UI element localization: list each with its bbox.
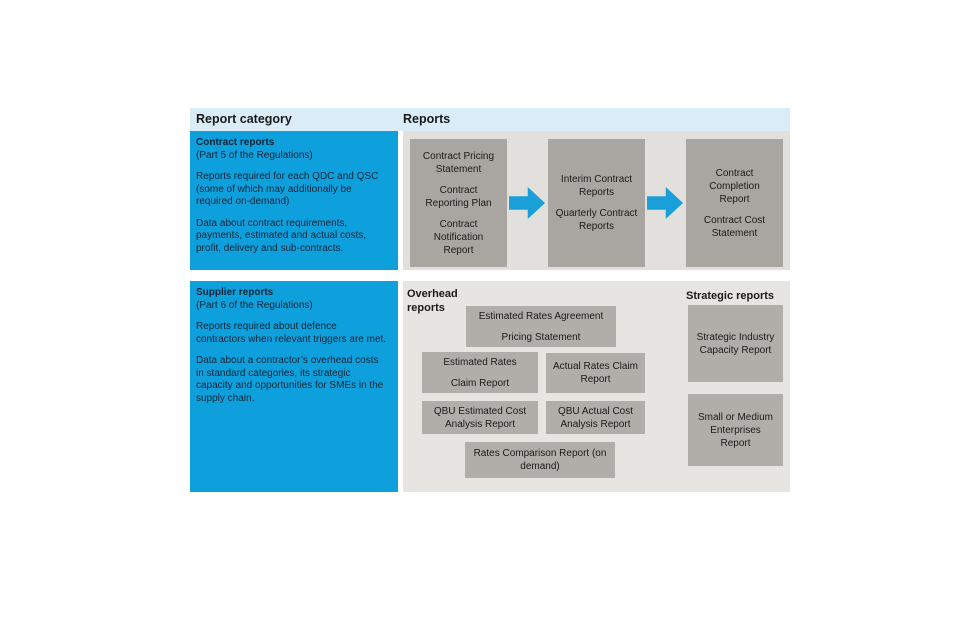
report-label: Contract Reporting Plan — [425, 184, 492, 209]
strategic-industry-capacity-report-box: Strategic Industry Capacity Report — [688, 305, 783, 382]
report-label: Estimated Rates — [443, 356, 517, 368]
small-or-medium-enterprises-report-box: Small or Medium Enterprises Report — [688, 394, 783, 466]
report-label: Contract Cost Statement — [703, 214, 766, 239]
overhead-reports-label: Overhead reports — [407, 288, 458, 315]
flow-arrow-icon — [647, 187, 683, 219]
qbu-actual-cost-analysis-report-box: QBU Actual Cost Analysis Report — [546, 401, 645, 434]
supplier-reports-title: Supplier reports — [196, 287, 274, 298]
report-label: Small or Medium Enterprises Report — [697, 411, 774, 449]
reporting-framework-diagram: Report category Reports Contract reports… — [190, 108, 790, 492]
strategic-reports-label: Strategic reports — [686, 290, 775, 302]
report-label: Claim Report — [450, 377, 510, 389]
report-label: QBU Estimated Cost Analysis Report — [433, 405, 527, 430]
supplier-reports-description-1: Reports required about defence contracto… — [196, 321, 387, 345]
report-label: QBU Actual Cost Analysis Report — [557, 405, 634, 430]
contract-initial-reports-box: Contract Pricing Statement Contract Repo… — [410, 139, 507, 267]
contract-reports-description-2: Data about contract requirements, paymen… — [196, 217, 367, 254]
estimated-rates-agreement-box: Estimated Rates Agreement Pricing Statem… — [466, 306, 616, 347]
report-label: Actual Rates Claim Report — [552, 361, 639, 385]
contract-reports-category-box: Contract reports (Part 5 of the Regulati… — [190, 131, 398, 270]
qbu-estimated-cost-analysis-report-box: QBU Estimated Cost Analysis Report — [422, 401, 538, 434]
supplier-reports-category-box: Supplier reports (Part 6 of the Regulati… — [190, 281, 398, 492]
flow-arrow-icon — [509, 187, 545, 219]
supplier-reports-description-2: Data about a contractor’s overhead costs… — [196, 355, 384, 404]
contract-completion-reports-box: Contract Completion Report Contract Cost… — [686, 139, 783, 267]
report-label: Quarterly Contract Reports — [555, 208, 638, 232]
contract-reports-subtitle: (Part 5 of the Regulations) — [196, 149, 313, 161]
report-label: Pricing Statement — [501, 331, 581, 343]
supplier-reports-panel: Overhead reports Estimated Rates Agreeme… — [403, 281, 790, 492]
header-report-category: Report category — [196, 112, 292, 126]
header-band: Report category Reports — [190, 108, 790, 131]
estimated-rates-claim-report-box: Estimated Rates Claim Report — [422, 352, 538, 393]
contract-reports-description-1: Reports required for each QDC and QSC (s… — [196, 171, 379, 207]
rates-comparison-report-box: Rates Comparison Report (on demand) — [465, 442, 615, 478]
contract-reports-panel: Contract Pricing Statement Contract Repo… — [403, 131, 790, 270]
actual-rates-claim-report-box: Actual Rates Claim Report — [546, 353, 645, 393]
header-reports: Reports — [403, 112, 451, 126]
report-label: Contract Pricing Statement — [422, 150, 495, 175]
report-label: Estimated Rates Agreement — [478, 310, 604, 322]
contract-interim-reports-box: Interim Contract Reports Quarterly Contr… — [548, 139, 645, 267]
report-label: Contract Notification Report — [433, 218, 484, 256]
report-label: Strategic Industry Capacity Report — [696, 331, 775, 356]
report-label: Contract Completion Report — [709, 167, 760, 205]
report-label: Interim Contract Reports — [560, 174, 633, 198]
contract-reports-title: Contract reports — [196, 137, 275, 148]
report-label: Rates Comparison Report (on demand) — [473, 448, 607, 472]
supplier-reports-subtitle: (Part 6 of the Regulations) — [196, 299, 313, 311]
